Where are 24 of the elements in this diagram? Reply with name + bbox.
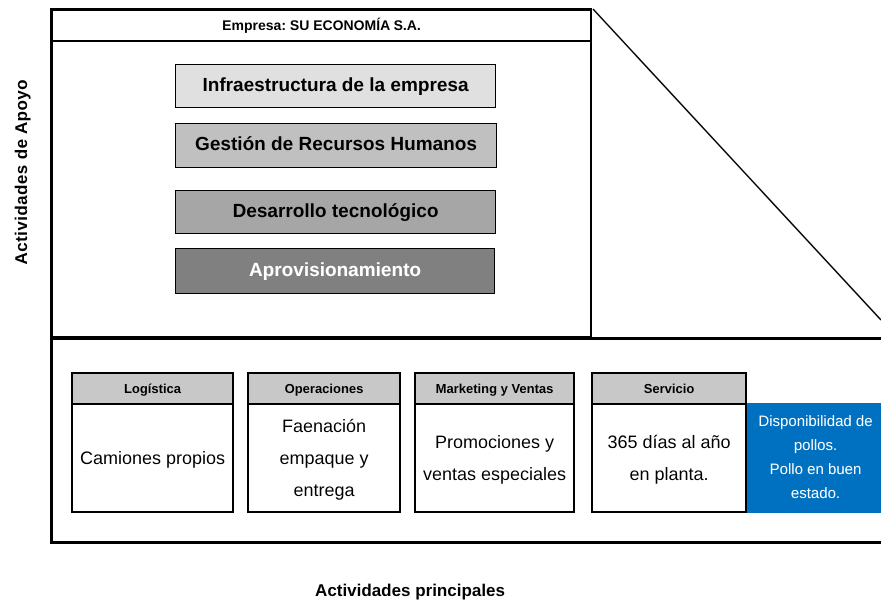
support-activity-box: Infraestructura de la empresa: [175, 64, 496, 108]
company-header: Empresa: SU ECONOMÍA S.A.: [53, 11, 590, 42]
value-text: Disponibilidad de pollos.: [757, 412, 874, 456]
activity-header: Marketing y Ventas: [416, 374, 573, 405]
support-activity-box: Desarrollo tecnológico: [175, 190, 496, 234]
activity-header: Servicio: [593, 374, 745, 405]
value-margin-box: [747, 403, 881, 513]
support-activity-box: Gestión de Recursos Humanos: [175, 123, 497, 168]
primary-activities-panel: [50, 337, 881, 544]
primary-activity-box: [591, 372, 747, 513]
activity-description: 365 días al año en planta.: [606, 431, 732, 486]
primary-activity-box: [414, 372, 575, 513]
primary-activity-box: [247, 372, 401, 513]
primary-activity-box: [71, 372, 234, 513]
support-activity-box: Aprovisionamiento: [175, 248, 495, 294]
axis-label: Actividades de Apoyo: [11, 79, 32, 265]
activity-header: Logística: [73, 374, 232, 405]
support-activities-panel: [50, 8, 592, 339]
activity-header: Operaciones: [249, 374, 399, 405]
axis-label: Actividades principales: [315, 580, 505, 602]
value-text: Pollo en buen estado.: [768, 460, 862, 504]
activity-description: Faenación empaque y entrega: [278, 415, 370, 502]
activity-description: Promociones y ventas especiales: [422, 431, 568, 486]
activity-description: Camiones propios: [80, 447, 226, 470]
